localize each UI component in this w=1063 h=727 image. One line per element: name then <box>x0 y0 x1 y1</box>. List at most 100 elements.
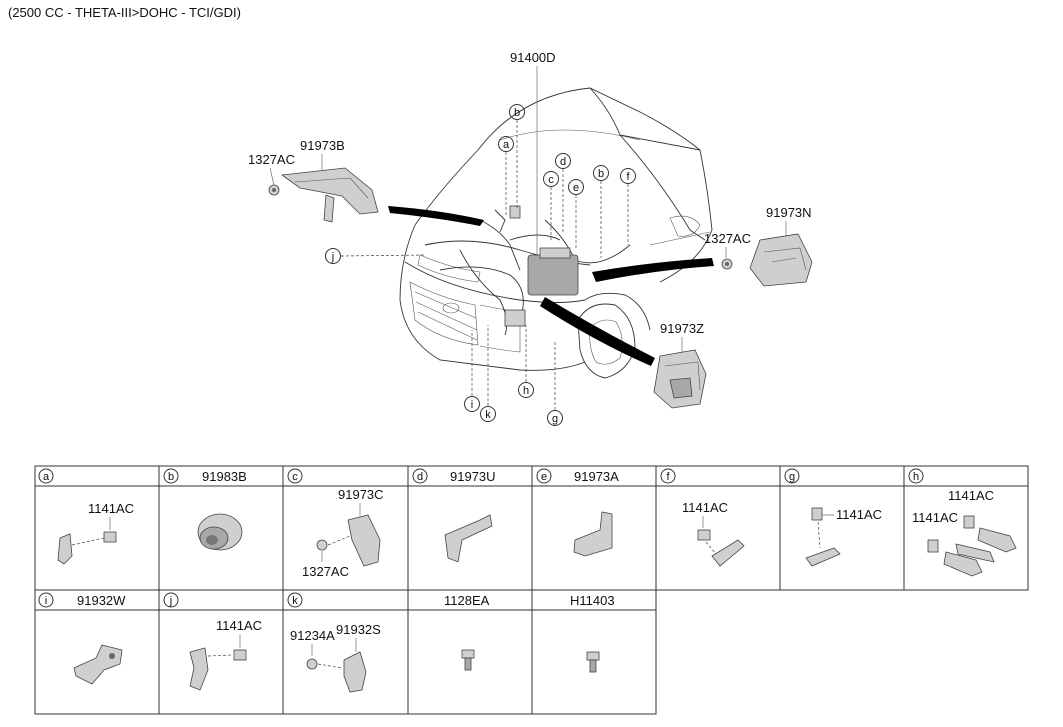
svg-text:h: h <box>913 471 919 483</box>
cell-c: c 91973C 1327AC <box>287 468 384 579</box>
callout-b-top: b <box>509 104 525 210</box>
callout-j: j <box>325 248 426 264</box>
callout-b-right: b <box>593 165 609 258</box>
battery-box <box>527 254 579 296</box>
svg-text:1141AC: 1141AC <box>216 618 262 633</box>
connector-block <box>504 309 526 327</box>
cell-d: d 91973U <box>412 468 496 563</box>
bracket-91932s <box>343 651 367 693</box>
svg-text:91932S: 91932S <box>336 622 381 637</box>
diagram-header: (2500 CC - THETA-III>DOHC - TCI/GDI) <box>8 5 241 20</box>
svg-text:91973A: 91973A <box>574 469 619 484</box>
svg-text:91973C: 91973C <box>338 487 384 502</box>
cell-g: g 1141AC <box>784 468 882 567</box>
svg-text:e: e <box>541 471 547 483</box>
svg-text:91973N: 91973N <box>766 205 812 220</box>
bracket-91973n <box>749 233 813 287</box>
bracket-91973b <box>280 167 379 215</box>
svg-text:1141AC: 1141AC <box>88 501 134 516</box>
bolt-icon <box>697 529 711 541</box>
svg-text:h: h <box>523 385 529 397</box>
cell-b: b 91983B <box>163 468 247 551</box>
svg-text:91973U: 91973U <box>450 469 496 484</box>
callout-e: e <box>568 179 584 248</box>
svg-text:b: b <box>514 107 520 119</box>
svg-text:j: j <box>331 251 334 263</box>
svg-text:1141AC: 1141AC <box>682 500 728 515</box>
svg-text:91973B: 91973B <box>300 138 345 153</box>
svg-text:i: i <box>471 399 473 411</box>
bracket-91973c <box>347 514 381 567</box>
svg-text:g: g <box>552 413 558 425</box>
bolt-icon <box>811 507 823 521</box>
callout-g: g <box>547 340 563 426</box>
callout-a: a <box>498 136 514 215</box>
nut-icon <box>306 658 318 670</box>
svg-text:f: f <box>626 171 630 183</box>
svg-text:1141AC: 1141AC <box>836 507 882 522</box>
svg-text:d: d <box>560 156 566 168</box>
svg-text:i: i <box>45 595 47 607</box>
svg-text:g: g <box>789 471 795 483</box>
cell-a: a 1141AC <box>38 468 134 565</box>
svg-text:1327AC: 1327AC <box>248 152 295 167</box>
callout-f: f <box>620 168 636 245</box>
cell-h11403: H11403 <box>570 593 615 673</box>
svg-text:1327AC: 1327AC <box>302 564 349 579</box>
svg-text:k: k <box>485 409 491 421</box>
connector-h2 <box>943 551 983 577</box>
clip-bracket-a <box>57 533 73 565</box>
svg-text:91983B: 91983B <box>202 469 247 484</box>
bolt-icon <box>103 531 117 543</box>
clip-bracket-j <box>189 647 209 691</box>
callout-c: c <box>543 171 559 240</box>
svg-text:k: k <box>292 595 298 607</box>
svg-text:1141AC: 1141AC <box>948 488 994 503</box>
cell-i: i 91932W <box>38 592 126 685</box>
svg-text:91234A: 91234A <box>290 628 335 643</box>
svg-text:j: j <box>169 595 172 607</box>
cell-1128ea: 1128EA <box>444 593 490 671</box>
svg-text:b: b <box>598 168 604 180</box>
bolt-icon <box>963 515 975 529</box>
lower-bracket-group: 91973Z <box>653 321 707 409</box>
callout-k: k <box>480 325 496 422</box>
connector-h1 <box>977 527 1017 553</box>
bracket-91973a <box>573 511 613 557</box>
engine-harness <box>424 205 631 336</box>
clip-bracket-f <box>711 539 745 567</box>
svg-text:c: c <box>548 174 554 186</box>
left-bracket-group: 91973B 1327AC <box>248 138 379 223</box>
callout-h: h <box>518 325 534 398</box>
right-bracket-group: 91973N 1327AC <box>704 205 813 287</box>
bolt-icon <box>461 649 475 659</box>
clip-bracket-g <box>805 547 841 567</box>
harness-part-label: 91400D <box>510 50 556 65</box>
svg-text:a: a <box>503 139 510 151</box>
callout-i: i <box>464 330 480 412</box>
bracket-91932w <box>73 644 123 685</box>
cell-e: e 91973A <box>536 468 619 557</box>
svg-text:1327AC: 1327AC <box>704 231 751 246</box>
callout-d: d <box>555 153 571 232</box>
cell-h: h 1141AC 1141AC <box>908 468 1017 577</box>
svg-text:1141AC: 1141AC <box>912 510 958 525</box>
svg-text:d: d <box>417 471 423 483</box>
bolt-icon <box>927 539 939 553</box>
bolt-icon <box>586 651 600 661</box>
cable-bands <box>388 206 714 366</box>
parts-table <box>34 465 1029 715</box>
vehicle-outline <box>399 87 713 379</box>
bolt-icon <box>233 649 247 661</box>
svg-text:b: b <box>168 471 174 483</box>
cell-f: f 1141AC <box>660 468 745 567</box>
cell-j: j 1141AC <box>163 592 262 691</box>
svg-text:1128EA: 1128EA <box>444 593 490 608</box>
cell-k: k 91234A 91932S <box>287 592 381 693</box>
svg-text:f: f <box>666 471 670 483</box>
svg-text:c: c <box>292 471 298 483</box>
svg-text:e: e <box>573 182 579 194</box>
svg-text:91973Z: 91973Z <box>660 321 704 336</box>
svg-text:a: a <box>43 471 50 483</box>
